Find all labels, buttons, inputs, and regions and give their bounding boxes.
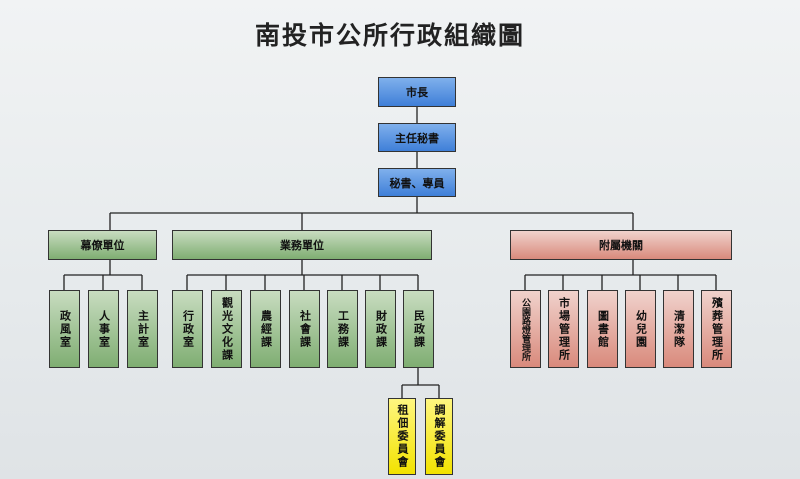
- node-chief-secretary: 主任秘書: [378, 123, 456, 152]
- chart-title: 南投市公所行政組織圖: [254, 21, 525, 50]
- node-staff-child: 人事室: [88, 290, 119, 368]
- node-staff-child: 主計室: [127, 290, 158, 368]
- group-business-units: 業務單位: [172, 230, 432, 260]
- node-mayor: 市長: [378, 77, 456, 107]
- node-business-child: 農經課: [250, 290, 281, 368]
- node-business-child: 行政室: [172, 290, 203, 368]
- node-affiliated-child: 清潔隊: [663, 290, 694, 368]
- node-affiliated-child: 公園路燈管理所: [510, 290, 541, 368]
- node-staff-child: 政風室: [49, 290, 80, 368]
- node-business-child: 觀光文化課: [211, 290, 242, 368]
- node-affiliated-child: 幼兒園: [625, 290, 656, 368]
- group-staff-units: 幕僚單位: [48, 230, 157, 260]
- node-secretary-specialist: 秘書、專員: [378, 168, 456, 197]
- node-business-child: 民政課: [403, 290, 434, 368]
- group-affiliated-agencies: 附屬機關: [510, 230, 732, 260]
- node-affiliated-child: 市場管理所: [548, 290, 579, 368]
- node-affiliated-child: 殯葬管理所: [701, 290, 732, 368]
- node-business-child: 工務課: [327, 290, 358, 368]
- node-mediation-committee: 調解委員會: [425, 398, 453, 475]
- node-business-child: 財政課: [365, 290, 396, 368]
- node-affiliated-child: 圖書館: [587, 290, 618, 368]
- node-business-child: 社會課: [289, 290, 320, 368]
- node-tenancy-committee: 租佃委員會: [388, 398, 416, 475]
